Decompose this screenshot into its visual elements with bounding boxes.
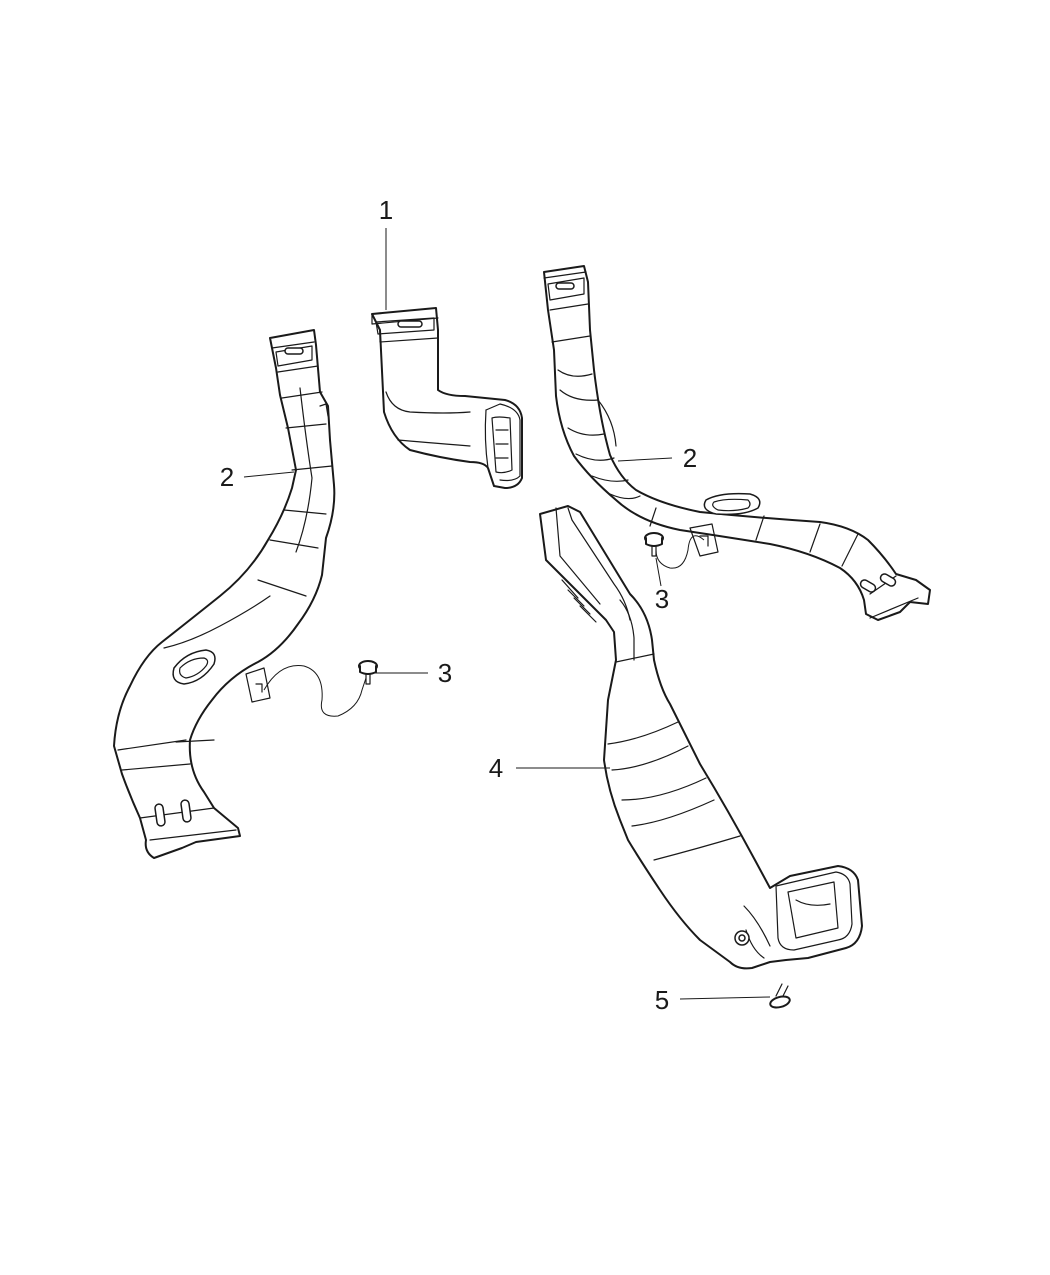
- part-4-duct: [539, 505, 863, 970]
- callout-1: 1: [379, 195, 393, 225]
- callout-3-right: 3: [655, 584, 669, 614]
- leader-3-right: [655, 557, 662, 587]
- leader-2-right: [617, 457, 673, 462]
- part-3-left-pin: [263, 660, 378, 717]
- callout-4: 4: [489, 753, 503, 783]
- leader-5: [679, 996, 771, 1000]
- leader-lines: [243, 228, 771, 1000]
- leader-2-left: [243, 471, 295, 478]
- callout-labels: 1 2 2 3 3 4 5: [220, 195, 697, 1015]
- callout-2-left: 2: [220, 462, 234, 492]
- callout-3-left: 3: [438, 658, 452, 688]
- part-2-right-duct: [543, 265, 931, 621]
- part-5-screw: [769, 983, 791, 1009]
- part-1-duct: [371, 307, 523, 489]
- callout-2-right: 2: [683, 443, 697, 473]
- part-2-left-duct: [113, 329, 336, 859]
- part-3-right-pin: [644, 532, 705, 569]
- callout-5: 5: [655, 985, 669, 1015]
